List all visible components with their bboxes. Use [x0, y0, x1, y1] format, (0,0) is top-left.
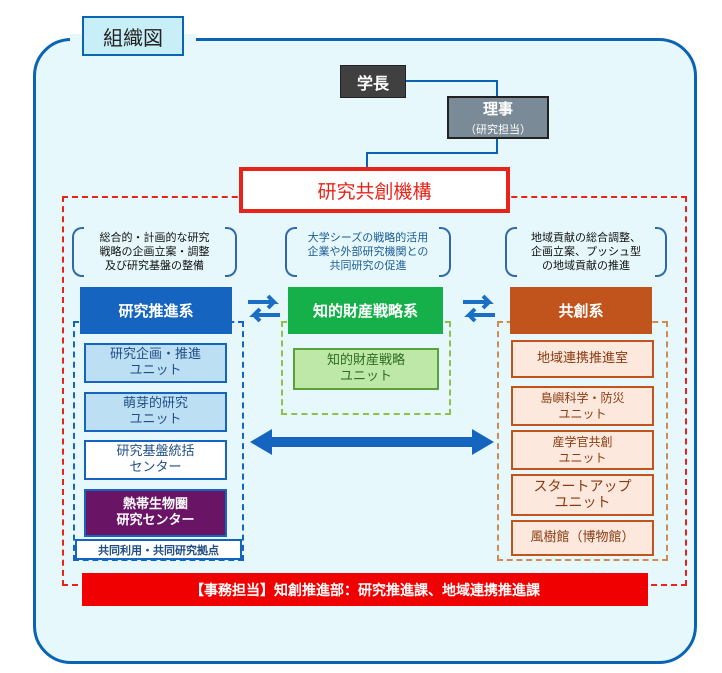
role-line: 大学シーズの戦略的活用	[307, 231, 429, 244]
unit-line1: スタートアップ	[533, 479, 632, 495]
left-brace	[505, 227, 517, 277]
role-research: 総合的・計画的な研究 戦略の企画立案・調整 及び研究基盤の整備	[72, 227, 237, 277]
research-unit: 熱帯生物圏 研究センター	[84, 489, 227, 537]
role-line: 共同研究の促進	[329, 259, 407, 272]
unit-line1: 研究企画・推進	[109, 347, 201, 362]
role-line: 企画立案、プッシュ型	[531, 245, 641, 258]
right-brace	[439, 227, 451, 277]
chart-title: 組織図	[82, 16, 184, 56]
cocreation-unit: 産学官共創 ユニット	[511, 430, 654, 470]
unit-line1: 風樹館（博物館）	[530, 530, 635, 545]
cocreation-unit: 風樹館（博物館）	[511, 520, 654, 556]
unit-line1: 産学官共創	[552, 435, 613, 449]
unit-line1: 地域連携推進室	[536, 351, 628, 366]
cocreation-unit: 地域連携推進室	[511, 340, 654, 378]
unit-line2: ユニット	[129, 412, 182, 427]
unit-line2: 研究センター	[116, 513, 195, 528]
research-unit: 研究基盤統括 センター	[84, 440, 227, 480]
president-box: 学長	[340, 65, 406, 98]
left-brace	[72, 227, 84, 277]
cocreation-unit: スタートアップ ユニット	[511, 474, 654, 516]
left-brace	[285, 227, 297, 277]
unit-line1: 島嶼科学・防災	[540, 391, 625, 405]
connector-line	[496, 80, 498, 96]
unit-line1: 知的財産戦略	[326, 353, 405, 368]
research-unit: 萌芽的研究 ユニット	[84, 392, 227, 432]
cocreation-department-header: 共創系	[510, 287, 652, 334]
role-line: 地域貢献の総合調整、	[531, 231, 641, 244]
connector-line	[496, 139, 498, 153]
role-line: 総合的・計画的な研究	[99, 231, 210, 244]
unit-line1: 萌芽的研究	[122, 396, 188, 411]
unit-line1: 研究基盤統括	[116, 444, 195, 459]
ip-unit: 知的財産戦略 ユニット	[293, 348, 439, 390]
unit-line2: ユニット	[558, 451, 607, 465]
research-department-header: 研究推進系	[80, 287, 232, 334]
connector-line	[366, 152, 368, 168]
organization-box: 研究共創機構	[239, 167, 510, 213]
unit-line2: ユニット	[339, 369, 392, 384]
cocreation-unit: 島嶼科学・防災 ユニット	[511, 386, 654, 426]
double-arrow-icon	[250, 429, 494, 455]
swap-arrows-icon	[248, 294, 280, 323]
role-line: 企業や外部研究機関との	[307, 245, 429, 258]
unit-line2: ユニット	[558, 407, 607, 421]
unit-line2: センター	[129, 460, 182, 475]
role-line: 及び研究基盤の整備	[105, 259, 204, 272]
joint-research-tag: 共同利用・共同研究拠点	[75, 539, 242, 560]
director-box: 理事 （研究担当）	[447, 96, 549, 139]
role-line: の地域貢献の推進	[542, 259, 630, 272]
role-cocreation: 地域貢献の総合調整、 企画立案、プッシュ型 の地域貢献の推進	[505, 227, 667, 277]
unit-line2: ユニット	[554, 495, 611, 511]
director-subtitle: （研究担当）	[465, 123, 531, 136]
role-ip: 大学シーズの戦略的活用 企業や外部研究機関との 共同研究の促進	[285, 227, 451, 277]
role-line: 戦略の企画立案・調整	[99, 245, 210, 258]
unit-line2: ユニット	[129, 363, 182, 378]
connector-line	[366, 152, 498, 154]
connector-line	[406, 80, 498, 82]
swap-arrows-icon	[463, 294, 495, 323]
right-brace	[225, 227, 237, 277]
research-unit: 研究企画・推進 ユニット	[84, 343, 227, 383]
unit-line1: 熱帯生物圏	[122, 497, 188, 512]
director-title: 理事	[482, 100, 513, 118]
office-banner: 【事務担当】知創推進部：研究推進課、地域連携推進課	[82, 573, 648, 606]
right-brace	[655, 227, 667, 277]
ip-department-header: 知的財産戦略系	[288, 287, 443, 334]
